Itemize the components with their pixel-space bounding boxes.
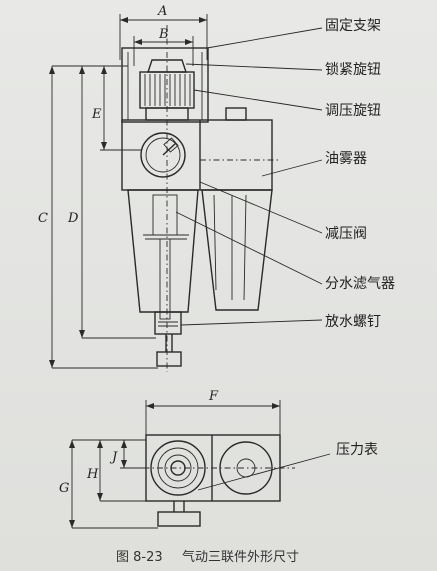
dim-e-label: E	[91, 107, 102, 122]
fixed-bracket	[121, 47, 209, 123]
oil-filler-plug	[225, 107, 247, 121]
main-body	[121, 119, 273, 191]
top-view-gauge	[150, 440, 206, 496]
top-view: F G H J 压力表	[59, 389, 378, 529]
label-drain-screw: 放水螺钉	[325, 314, 381, 330]
figure-title: 气动三联件外形尺寸	[182, 549, 299, 565]
label-pressure-gauge: 压力表	[336, 442, 378, 458]
dim-j-label: J	[109, 450, 118, 465]
dim-h-label: H	[86, 467, 99, 482]
label-water-separator-filter: 分水滤气器	[325, 276, 395, 292]
figure-number: 图 8-23	[116, 550, 163, 565]
label-pressure-reducing-valve: 减压阀	[325, 226, 367, 242]
dim-d-label: D	[67, 211, 79, 226]
dim-g-label: G	[59, 481, 69, 496]
label-oil-mister: 油雾器	[325, 151, 367, 167]
label-pressure-knob: 调压旋钮	[325, 103, 381, 119]
label-lock-knob: 锁紧旋钮	[325, 62, 381, 78]
dim-a-label: A	[157, 4, 167, 19]
dim-b-label: B	[158, 27, 169, 42]
front-view: A B	[38, 4, 280, 372]
gauge-outer	[140, 132, 186, 178]
drain-housing	[154, 311, 182, 335]
filter-bowl	[127, 189, 199, 313]
dim-c-label: C	[38, 211, 48, 226]
drain-screw	[156, 351, 182, 367]
top-view-screw	[157, 511, 201, 527]
dim-f-label: F	[208, 389, 219, 404]
leader-lines	[175, 27, 323, 326]
oil-mister-bowl	[201, 189, 273, 311]
label-fixed-bracket: 固定支架	[325, 18, 381, 34]
